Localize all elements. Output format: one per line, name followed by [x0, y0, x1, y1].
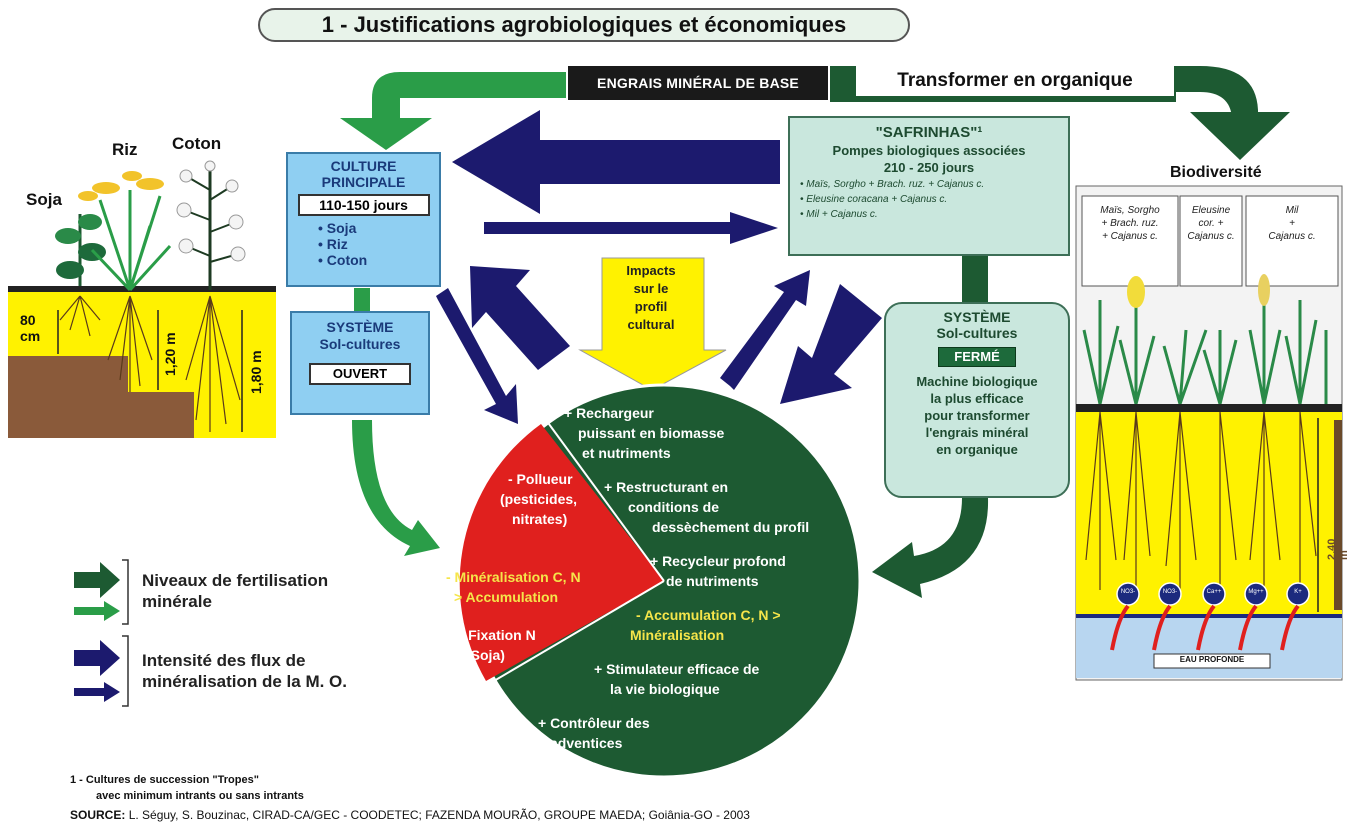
crop-item: • Riz: [318, 236, 348, 252]
navy-arrow-large-left: [452, 110, 780, 214]
safrinhas-item: • Eleusine coracana + Cajanus c.: [800, 194, 948, 205]
biodiv-panel-1: Maïs, Sorgho+ Brach. ruz.+ Cajanus c.: [1100, 205, 1160, 242]
safrinhas-days: 210 - 250 jours: [883, 160, 975, 175]
source-text: L. Séguy, S. Bouzinac, CIRAD-CA/GEC - CO…: [128, 808, 750, 822]
safrinhas-box: "SAFRINHAS"¹ Pompes biologiques associée…: [788, 116, 1070, 256]
source-line: SOURCE: L. Séguy, S. Bouzinac, CIRAD-CA/…: [70, 808, 750, 822]
soja-plant: [55, 214, 106, 286]
navy-arrow-big-up-left: [470, 266, 570, 370]
green-stem-culture: [354, 288, 370, 312]
legend-navy-thick-arrow: [74, 640, 120, 676]
navy-arrow-thin-down-left: [436, 288, 518, 424]
culture-principale-box: CULTURE PRINCIPALE 110-150 jours • Soja …: [286, 152, 441, 287]
ion-label: Mg++: [1248, 589, 1264, 595]
ferme-badge: FERMÉ: [938, 347, 1016, 367]
ferme-description: Machine biologique la plus efficace pour…: [916, 374, 1038, 457]
crop-item: • Soja: [318, 220, 357, 236]
top-green-arrow: [372, 72, 566, 132]
left-soil-yellow-1: [8, 290, 276, 310]
green-arrow-left-curve: [352, 420, 440, 556]
depth-120-label: 1,20 m: [162, 332, 178, 376]
biodiv-panel-3: Mil+Cajanus c.: [1268, 205, 1316, 242]
navy-arrow-thin-right: [484, 212, 778, 244]
ion-label: NO3-: [1120, 589, 1136, 595]
footnote-line1: 1 - Cultures de succession "Tropes": [70, 774, 259, 786]
right-soil-yellow: [1076, 412, 1342, 614]
central-circle-red-sector: [459, 424, 664, 681]
legend-green-thin-arrow: [74, 601, 120, 621]
legend-navy-thin-arrow: [74, 682, 120, 702]
safrinhas-title: "SAFRINHAS"¹: [875, 124, 983, 141]
safrinhas-item: • Maïs, Sorgho + Brach. ruz. + Cajanus c…: [800, 179, 985, 190]
riz-plant: [90, 190, 172, 292]
left-soil-yellow-coton: [194, 310, 276, 438]
legend-green-thick-arrow: [74, 562, 120, 598]
navy-arrow-big-down-right: [780, 284, 882, 404]
top-dark-arrowhead-right: [1190, 112, 1290, 160]
riz-label: Riz: [112, 140, 138, 159]
transformer-organique-label: Transformer en organique: [856, 66, 1174, 96]
footnote-line2: avec minimum intrants ou sans intrants: [96, 790, 304, 802]
left-soil-yellow-riz: [128, 310, 194, 392]
ion-label: NO3-: [1162, 589, 1178, 595]
diagram-title: 1 - Justifications agrobiologiques et éc…: [258, 8, 910, 42]
top-green-arrowhead-left: [340, 118, 432, 150]
culture-title: CULTURE PRINCIPALE: [321, 158, 406, 190]
biodiversite-title: Biodiversité: [1170, 164, 1262, 181]
dark-stem-safr: [962, 256, 988, 304]
depth-240-label: 2,40 m: [1326, 538, 1347, 560]
dark-arrow-right-curve: [872, 498, 989, 598]
ouvert-badge: OUVERT: [309, 363, 411, 385]
coton-label: Coton: [172, 134, 222, 153]
soja-label: Soja: [26, 190, 62, 209]
ion-label: Ca++: [1206, 589, 1222, 595]
safrinhas-subtitle: Pompes biologiques associées: [832, 143, 1026, 158]
culture-crop-list: • Soja • Riz • Coton: [318, 220, 439, 268]
safrinhas-list: • Maïs, Sorgho + Brach. ruz. + Cajanus c…: [800, 177, 1068, 222]
impacts-yellow-arrow: [578, 257, 727, 391]
safrinhas-item: • Mil + Cajanus c.: [800, 209, 878, 220]
source-label: SOURCE:: [70, 808, 126, 822]
navy-arrow-thin-up-right: [720, 270, 810, 390]
culture-days: 110-150 jours: [297, 194, 430, 216]
ion-label: K+: [1294, 589, 1302, 595]
coton-plant: [176, 160, 246, 290]
eau-profonde-label: EAU PROFONDE: [1179, 655, 1245, 664]
riz-flowers: [78, 171, 164, 201]
depth-180-label: 1,80 m: [248, 350, 264, 394]
engrais-mineral-label: ENGRAIS MINÉRAL DE BASE: [568, 66, 828, 100]
crop-item: • Coton: [318, 252, 368, 268]
